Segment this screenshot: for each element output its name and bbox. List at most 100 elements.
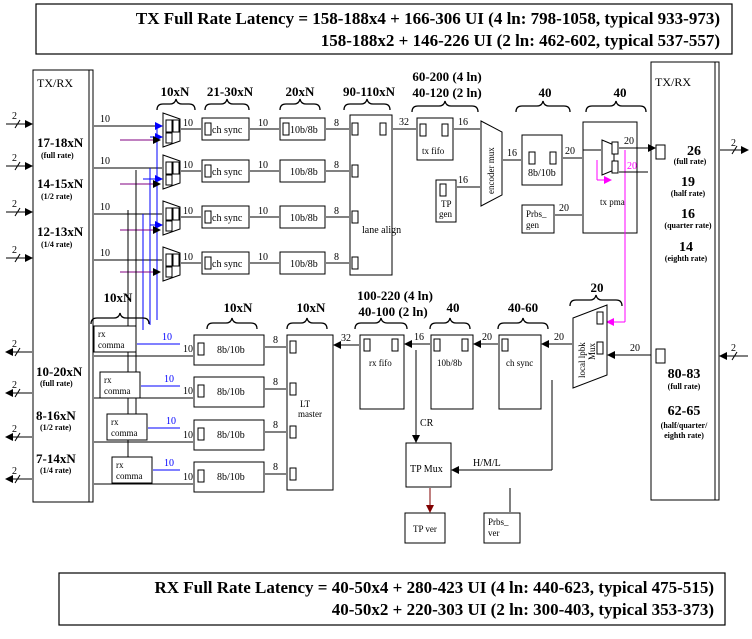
svg-text:16: 16 bbox=[414, 332, 424, 343]
tx-header-chsync: 21-30xN bbox=[207, 84, 254, 99]
svg-text:2: 2 bbox=[731, 138, 736, 149]
svg-text:CR: CR bbox=[420, 418, 434, 429]
svg-text:gen: gen bbox=[526, 220, 539, 230]
right-txrx-block: TX/RX 26 (full rate) 19 (half rate) 16 (… bbox=[650, 61, 720, 501]
tx-headers: 10xN 21-30xN 20xN 90-110xN 60-200 (4 ln)… bbox=[161, 69, 627, 100]
svg-text:32: 32 bbox=[341, 333, 351, 344]
svg-text:20: 20 bbox=[559, 203, 569, 214]
rx-latency-box: RX Full Rate Latency = 40-50x4 + 280-423… bbox=[58, 572, 726, 626]
rx-latency-line1: RX Full Rate Latency = 40-50x4 + 280-423… bbox=[154, 578, 714, 597]
tx-lane-align bbox=[349, 114, 393, 276]
svg-text:comma: comma bbox=[111, 428, 138, 438]
tp-ver bbox=[404, 512, 446, 544]
tx-ch-sync-labels: ch sync ch sync ch sync ch sync bbox=[212, 125, 243, 270]
rx-headers: 10xN 10xN 10xN 100-220 (4 ln) 40-100 (2 … bbox=[104, 280, 604, 319]
rx-latency-line2: 40-50x2 + 220-303 UI (2 ln: 300-403, typ… bbox=[332, 600, 714, 619]
tx-8b10b bbox=[521, 134, 563, 186]
svg-text:20: 20 bbox=[554, 332, 564, 343]
svg-text:32: 32 bbox=[399, 117, 409, 128]
svg-text:100-220 (4 ln): 100-220 (4 ln) bbox=[357, 288, 433, 303]
svg-text:tx fifo: tx fifo bbox=[422, 146, 445, 156]
svg-text:(half/quarter/: (half/quarter/ bbox=[661, 421, 708, 430]
svg-text:(half rate): (half rate) bbox=[671, 189, 706, 198]
svg-text:10: 10 bbox=[164, 458, 174, 469]
tx-latency-line2: 158-188x2 + 146-226 UI (2 ln: 462-602, t… bbox=[321, 31, 720, 50]
tx-header-mux: 10xN bbox=[161, 84, 191, 99]
svg-text:10xN: 10xN bbox=[297, 300, 327, 315]
svg-text:rx: rx bbox=[98, 329, 106, 339]
tx-mux-stack bbox=[162, 112, 181, 282]
rx-ch-sync bbox=[498, 334, 542, 410]
left-txrx-block: TX/RX 17-18xN (full rate) 14-15xN (1/2 r… bbox=[32, 69, 94, 503]
svg-text:10: 10 bbox=[183, 118, 193, 129]
svg-text:10xN: 10xN bbox=[104, 290, 134, 305]
right-tx-rate-3: 16 bbox=[681, 207, 695, 222]
tx-ch-sync-stack bbox=[201, 117, 250, 275]
svg-text:10: 10 bbox=[183, 160, 193, 171]
svg-text:2: 2 bbox=[731, 343, 736, 354]
svg-text:10: 10 bbox=[164, 374, 174, 385]
svg-text:ch sync: ch sync bbox=[212, 213, 243, 224]
svg-text:rx: rx bbox=[111, 417, 119, 427]
svg-text:2: 2 bbox=[12, 153, 17, 164]
svg-text:20: 20 bbox=[630, 343, 640, 354]
svg-text:eighth rate): eighth rate) bbox=[664, 431, 704, 440]
svg-text:10: 10 bbox=[183, 430, 193, 441]
svg-text:10: 10 bbox=[183, 206, 193, 217]
right-io-arrows bbox=[719, 145, 749, 361]
svg-text:local lpbk: local lpbk bbox=[577, 342, 587, 378]
svg-text:ch sync: ch sync bbox=[212, 167, 243, 178]
svg-text:8b/10b: 8b/10b bbox=[528, 168, 556, 179]
svg-text:40-100 (2 ln): 40-100 (2 ln) bbox=[358, 304, 427, 319]
svg-text:20: 20 bbox=[627, 161, 637, 172]
svg-text:comma: comma bbox=[116, 471, 143, 481]
svg-text:8: 8 bbox=[334, 206, 339, 217]
left-rx-rate-1: 10-20xN bbox=[36, 364, 83, 379]
svg-text:10: 10 bbox=[258, 160, 268, 171]
svg-text:20: 20 bbox=[591, 280, 604, 295]
tx-header-enc: 40 bbox=[539, 85, 552, 100]
left-io-widths: 2 2 2 2 2 2 2 2 bbox=[12, 111, 17, 477]
svg-text:ch sync: ch sync bbox=[212, 125, 243, 136]
left-tx-rate-2: 14-15xN bbox=[37, 176, 84, 191]
lt-master bbox=[286, 334, 334, 491]
svg-text:Mux: Mux bbox=[587, 342, 597, 360]
svg-text:rx: rx bbox=[116, 460, 124, 470]
left-rx-rate-2-sub: (1/2 rate) bbox=[40, 423, 72, 432]
svg-text:H/M/L: H/M/L bbox=[473, 458, 501, 469]
svg-text:10: 10 bbox=[258, 252, 268, 263]
svg-text:10: 10 bbox=[162, 332, 172, 343]
tx-header-dec: 20xN bbox=[286, 84, 316, 99]
right-rx-rate-2: 62-65 bbox=[668, 404, 701, 419]
tx-header-fifo-1: 60-200 (4 ln) bbox=[412, 69, 481, 84]
left-io-arrows bbox=[5, 119, 33, 484]
svg-text:20: 20 bbox=[565, 146, 575, 157]
left-rx-rate-1-sub: (full rate) bbox=[40, 379, 73, 388]
svg-text:16: 16 bbox=[458, 175, 468, 186]
local-lpbk-mux bbox=[572, 304, 608, 389]
rx-comma-stack bbox=[93, 325, 153, 484]
svg-text:8: 8 bbox=[334, 118, 339, 129]
rx-braces bbox=[90, 294, 623, 330]
svg-text:rx fifo: rx fifo bbox=[369, 358, 392, 368]
svg-text:8: 8 bbox=[273, 377, 278, 388]
svg-text:10: 10 bbox=[100, 248, 110, 259]
svg-text:8b/10b: 8b/10b bbox=[217, 430, 245, 441]
svg-text:master: master bbox=[298, 409, 322, 419]
svg-text:10b/8b: 10b/8b bbox=[290, 213, 318, 224]
right-tx-rate-2: 19 bbox=[681, 175, 695, 190]
svg-text:8: 8 bbox=[334, 160, 339, 171]
tx-braces bbox=[156, 98, 647, 113]
left-tx-rate-3-sub: (1/4 rate) bbox=[41, 240, 73, 249]
svg-text:TP ver: TP ver bbox=[413, 524, 437, 534]
svg-text:8b/10b: 8b/10b bbox=[217, 472, 245, 483]
svg-text:8: 8 bbox=[273, 462, 278, 473]
right-tx-rate-1: 26 bbox=[687, 144, 701, 159]
left-tx-rate-3: 12-13xN bbox=[37, 224, 84, 239]
svg-text:Prbs_: Prbs_ bbox=[488, 517, 509, 527]
left-tx-rate-1-sub: (full rate) bbox=[41, 151, 74, 160]
tx-header-align: 90-110xN bbox=[343, 84, 396, 99]
svg-text:TP: TP bbox=[441, 199, 452, 209]
svg-text:2: 2 bbox=[12, 111, 17, 122]
